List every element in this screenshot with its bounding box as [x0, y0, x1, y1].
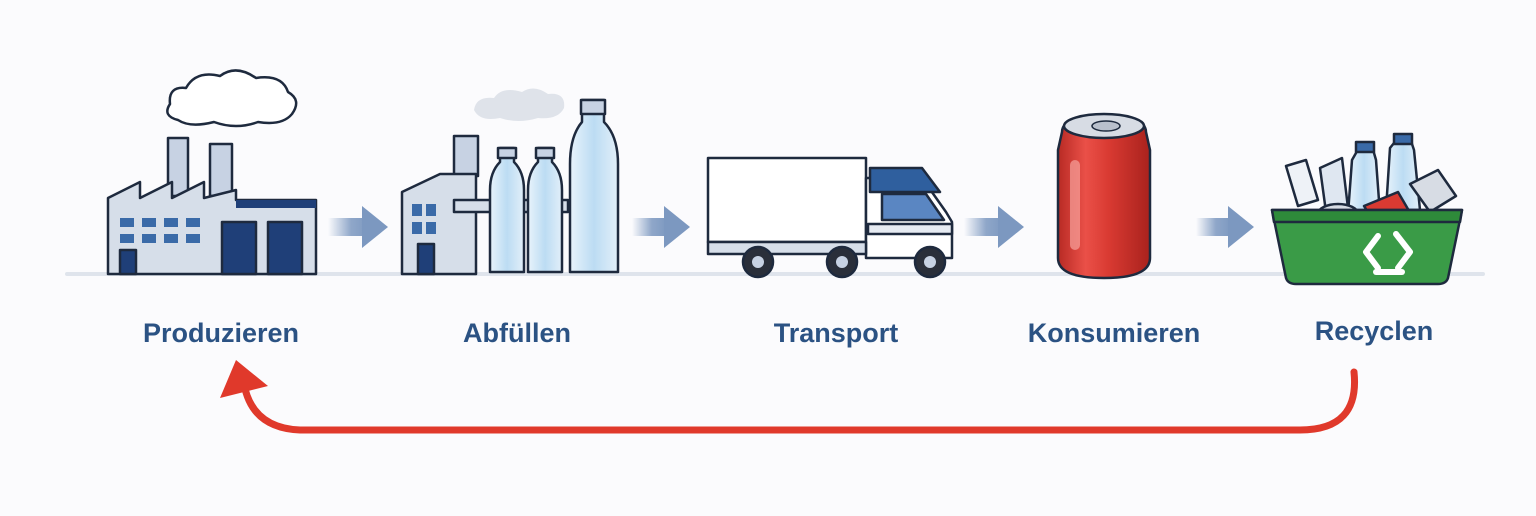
can-icon: [1056, 112, 1152, 280]
step-label-konsumieren: Konsumieren: [1027, 318, 1201, 348]
bottling-plant-icon: [400, 88, 620, 276]
truck-icon: [706, 156, 954, 279]
factory-icon: [106, 69, 318, 276]
flow-arrow-3: [964, 206, 1024, 248]
step-label-produzieren: Produzieren: [142, 318, 300, 348]
flow-arrow-2: [632, 206, 690, 248]
cycle-return-arrow: [220, 360, 1359, 434]
step-label-transport: Transport: [773, 318, 899, 348]
flow-arrow-1: [328, 206, 388, 248]
step-label-recyclen: Recyclen: [1314, 316, 1434, 346]
recycling-bin-icon: [1270, 132, 1464, 286]
flow-arrow-4: [1196, 206, 1254, 248]
step-label-abfuellen: Abfüllen: [463, 318, 571, 348]
